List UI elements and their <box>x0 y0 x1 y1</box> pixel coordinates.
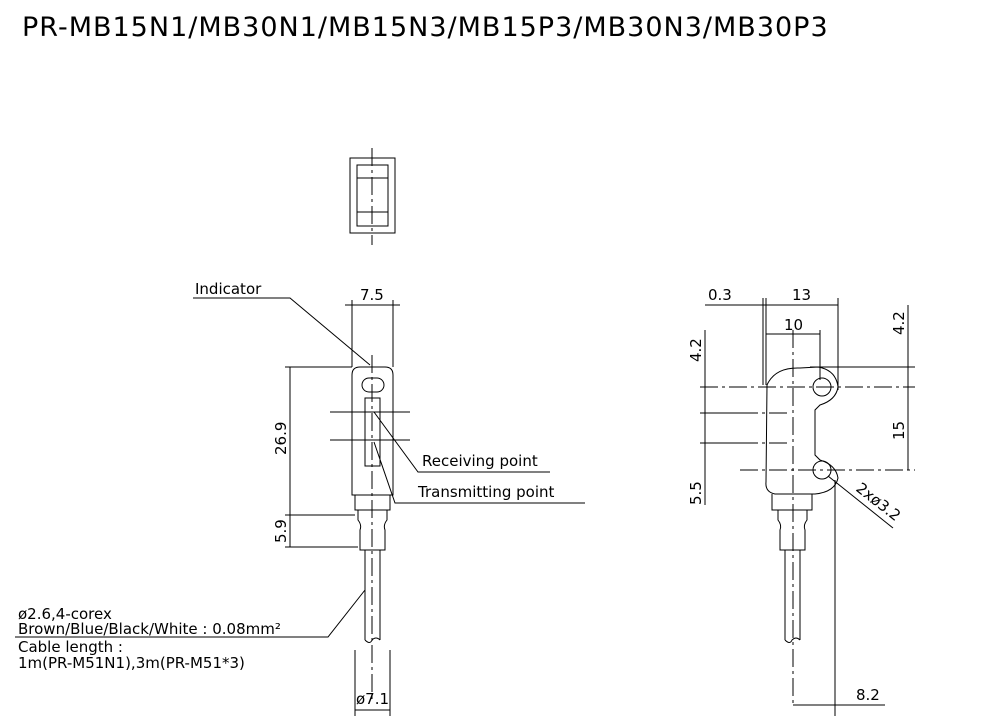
side-offset-dim: 0.3 <box>708 286 732 304</box>
cable-note-2: Brown/Blue/Black/White : 0.08mm² <box>18 620 281 638</box>
cable-note-4: 1m(PR-M51N1),3m(PR-M51*3) <box>18 654 245 672</box>
cable-notes: ø2.6,4-corex Brown/Blue/Black/White : 0.… <box>18 605 281 672</box>
side-right-top-dim: 4.2 <box>890 311 908 335</box>
transmitting-point-label: Transmitting point <box>417 483 555 501</box>
side-left-top-dim: 4.2 <box>687 338 705 362</box>
front-neck-dim: 5.9 <box>272 519 290 543</box>
receiving-point-label: Receiving point <box>422 452 538 470</box>
front-height-dim: 26.9 <box>272 422 290 455</box>
indicator-label: Indicator <box>195 280 262 298</box>
cable-note-1: ø2.6,4-corex <box>18 605 112 623</box>
front-view <box>15 297 585 716</box>
drawing-title: PR-MB15N1/MB30N1/MB15N3/MB15P3/MB30N3/MB… <box>22 12 829 43</box>
cable-note-3: Cable length : <box>18 638 123 656</box>
top-view <box>349 148 396 245</box>
side-left-bottom-dim: 5.5 <box>687 481 705 505</box>
front-width-dim: 7.5 <box>360 286 384 304</box>
side-width-dim: 13 <box>792 286 811 304</box>
cable-diameter-dim: ø7.1 <box>356 690 389 708</box>
side-hole-dim: 10 <box>784 316 803 334</box>
side-view <box>700 298 915 716</box>
side-cable-dim: 8.2 <box>856 686 880 704</box>
side-hole-pitch-dim: 15 <box>890 421 908 440</box>
